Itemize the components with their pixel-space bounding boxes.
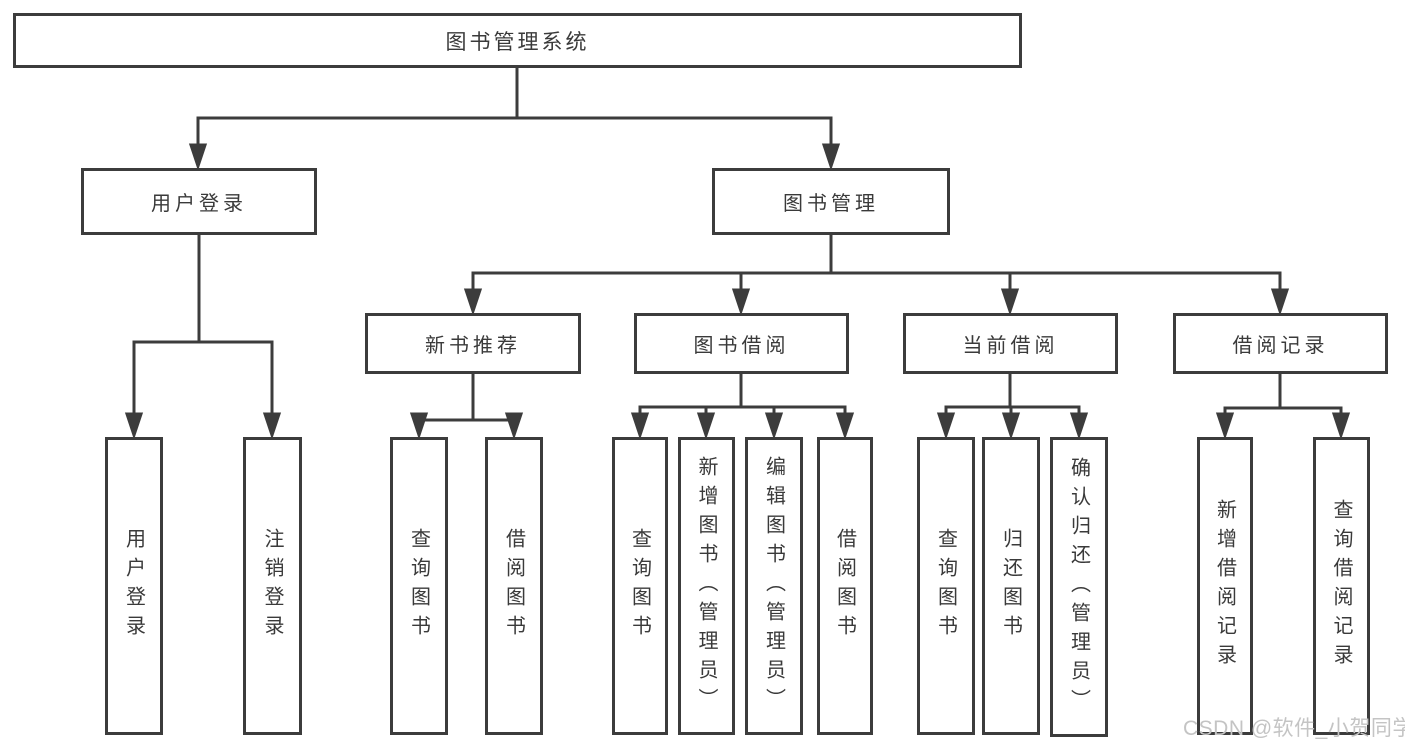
leaf-records-add-record-label: 新增借阅记录 [1213, 499, 1236, 673]
leaf-user-login-label: 用户登录 [122, 528, 145, 644]
node-user-login-label: 用户登录 [151, 193, 247, 215]
arrowhead-icon [262, 412, 282, 440]
leaf-newrec-borrow-book: 借阅图书 [485, 437, 543, 735]
leaf-logout: 注销登录 [243, 437, 302, 735]
leaf-current-query-book: 查询图书 [917, 437, 975, 735]
arrowhead-icon [124, 412, 144, 440]
csdn-watermark: CSDN @软件_小贺同学 [1183, 717, 1405, 740]
arrowhead-icon [1001, 412, 1021, 440]
arrowhead-icon [821, 143, 841, 171]
connector-book-borrow-to-leaves [630, 374, 855, 440]
node-book-borrow-label: 图书借阅 [693, 335, 790, 357]
node-current-borrow-label: 当前借阅 [962, 335, 1059, 357]
node-current-borrow: 当前借阅 [903, 313, 1118, 374]
leaf-borrow-borrow-book-label: 借阅图书 [833, 528, 856, 644]
arrowhead-icon [1069, 412, 1089, 440]
leaf-current-confirm-return-admin: 确认归还（管理员） [1050, 437, 1108, 737]
arrowhead-icon [504, 412, 524, 440]
leaf-current-return-book-label: 归还图书 [999, 528, 1022, 644]
node-borrow-records-label: 借阅记录 [1232, 335, 1329, 357]
leaf-current-return-book: 归还图书 [982, 437, 1040, 735]
arrowhead-icon [764, 412, 784, 440]
arrowhead-icon [1331, 412, 1351, 440]
node-new-book-recommend: 新书推荐 [365, 313, 581, 374]
leaf-borrow-edit-book-admin: 编辑图书（管理员） [745, 437, 803, 735]
connector-user-login-to-leaves [124, 235, 282, 440]
connector-new-book-recommend-to-leaves [409, 374, 524, 440]
connector-current-borrow-to-leaves [936, 374, 1089, 440]
connector-book-management-to-level3 [463, 235, 1290, 316]
arrowhead-icon [463, 288, 483, 316]
leaf-borrow-edit-book-admin-label: 编辑图书（管理员） [762, 455, 785, 717]
arrowhead-icon [1215, 412, 1235, 440]
leaf-records-add-record: 新增借阅记录 [1197, 437, 1253, 735]
leaf-borrow-query-book: 查询图书 [612, 437, 668, 735]
node-root: 图书管理系统 [13, 13, 1022, 68]
leaf-user-login: 用户登录 [105, 437, 163, 735]
node-book-borrow: 图书借阅 [634, 313, 849, 374]
arrowhead-icon [1270, 288, 1290, 316]
leaf-logout-label: 注销登录 [261, 528, 283, 644]
leaf-current-query-book-label: 查询图书 [934, 528, 957, 644]
leaf-borrow-borrow-book: 借阅图书 [817, 437, 873, 735]
leaf-borrow-add-book-admin: 新增图书（管理员） [678, 437, 735, 735]
node-new-book-recommend-label: 新书推荐 [425, 335, 521, 357]
arrowhead-icon [188, 143, 208, 171]
node-user-login: 用户登录 [81, 168, 317, 235]
leaf-newrec-borrow-book-label: 借阅图书 [502, 528, 525, 644]
leaf-records-query-record: 查询借阅记录 [1313, 437, 1370, 735]
arrowhead-icon [1000, 288, 1020, 316]
connector-root-to-level2 [188, 67, 841, 171]
connector-borrow-records-to-leaves [1215, 374, 1351, 440]
arrowhead-icon [731, 288, 751, 316]
leaf-records-query-record-label: 查询借阅记录 [1330, 499, 1352, 673]
arrowhead-icon [630, 412, 650, 440]
leaf-borrow-query-book-label: 查询图书 [628, 528, 651, 644]
leaf-borrow-add-book-admin-label: 新增图书（管理员） [695, 455, 717, 717]
leaf-current-confirm-return-admin-label: 确认归还（管理员） [1067, 456, 1090, 718]
arrowhead-icon [696, 412, 716, 440]
node-book-management-label: 图书管理 [783, 193, 879, 215]
node-book-management: 图书管理 [712, 168, 950, 235]
leaf-newrec-query-book: 查询图书 [390, 437, 448, 735]
node-borrow-records: 借阅记录 [1173, 313, 1388, 374]
arrowhead-icon [936, 412, 956, 440]
arrowhead-icon [835, 412, 855, 440]
node-root-label: 图书管理系统 [445, 30, 590, 54]
leaf-newrec-query-book-label: 查询图书 [407, 528, 430, 644]
arrowhead-icon [409, 412, 429, 440]
